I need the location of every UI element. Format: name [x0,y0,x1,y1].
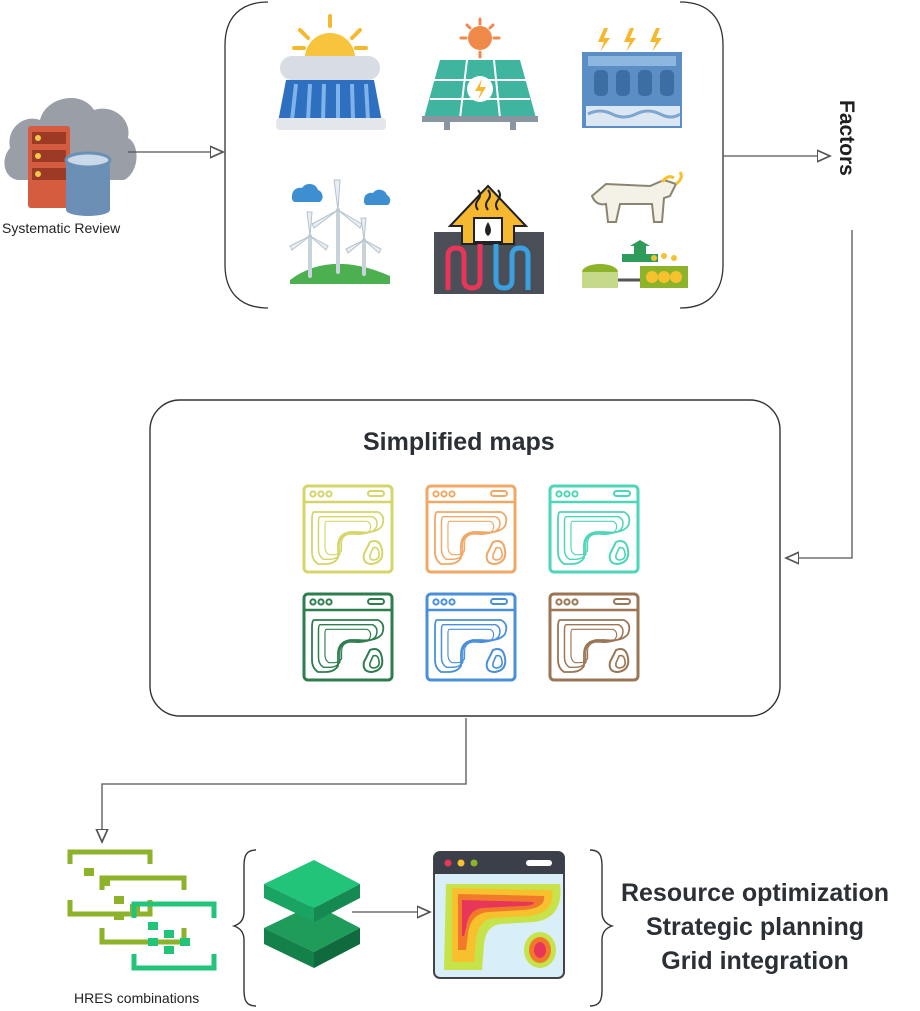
factors-bracket-left [224,1,269,309]
grid-layer-front [131,901,217,971]
factors-bracket-right [679,1,724,309]
outcome-item: Grid integration [661,947,849,975]
stacked-layers-icon [264,860,360,968]
map-window-icon [548,592,640,682]
systematic-review-icon [4,97,137,216]
heatmap-window-icon [433,851,565,979]
hres-bracket-right [589,849,615,1007]
geothermal-icon [434,184,544,294]
arrow-factors-to-maps [786,230,853,558]
map-window-icon [302,592,394,682]
biogas-livestock-icon [582,171,688,288]
database-icon [64,151,112,216]
hres-label: HRES combinations [74,990,200,1006]
arrow-maps-to-hres [102,718,467,842]
factors-label-box: Factors [812,100,892,176]
map-window-icon [425,592,517,682]
grid-layers-icon [67,849,217,971]
map-window-icon [302,484,394,574]
solar-thermal-icon [276,14,386,130]
systematic-review-label: Systematic Review [2,220,121,236]
server-icon [28,126,70,208]
outcome-item: Resource optimization [620,879,890,907]
map-icon-grid [302,484,640,682]
hydropower-dam-icon [582,28,682,128]
outcomes-list: Resource optimization Strategic planning… [600,876,910,978]
grid-layer-back [67,849,153,917]
factors-label: Factors [835,100,858,176]
outcome-item: Strategic planning [645,913,865,941]
simplified-maps-title: Simplified maps [363,428,555,456]
hres-bracket-left [231,849,257,1007]
solar-panel-icon [422,17,538,130]
wind-turbines-icon [289,179,391,284]
map-window-icon [548,484,640,574]
map-window-icon [425,484,517,574]
